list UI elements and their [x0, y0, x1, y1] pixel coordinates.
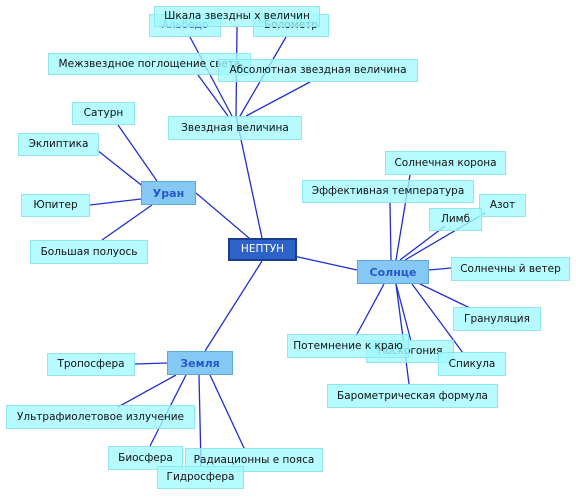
edge-uranus-jupiter [89, 198, 142, 206]
node-ecliptic[interactable]: Эклиптика [18, 133, 99, 156]
edge-sun-wind [428, 267, 452, 271]
node-absolute-magnitude[interactable]: Абсолютная звездная величина [218, 59, 418, 82]
node-interstellar-extinction[interactable]: Межзвездное поглощение света [48, 53, 251, 75]
edge-sun-darkening [355, 283, 385, 337]
edge-earth-troposphere [134, 362, 168, 365]
node-earth[interactable]: Земля [167, 351, 233, 375]
edge-magnitude-albedo [189, 36, 233, 117]
edge-uranus-semi-axis [101, 204, 153, 241]
edge-magnitude-absolute [245, 81, 311, 117]
node-sun[interactable]: Солнце [357, 260, 429, 284]
edge-magnitude-extinction [197, 74, 229, 117]
node-neptune-root[interactable]: НЕПТУН [228, 238, 297, 261]
node-spicule[interactable]: Спикула [438, 352, 506, 376]
node-solar-wind[interactable]: Солнечны й ветер [451, 257, 570, 281]
edge-sun-efftemp [389, 202, 392, 261]
edge-sun-limb [399, 225, 446, 261]
node-stellar-magnitude[interactable]: Звездная величина [168, 116, 302, 140]
node-jupiter[interactable]: Юпитер [21, 194, 90, 217]
node-nitrogen[interactable]: Азот [479, 194, 526, 217]
node-hydrosphere[interactable]: Гидросфера [157, 466, 244, 489]
node-effective-temperature[interactable]: Эффективная температура [302, 180, 474, 203]
edge-sun-cosmogony [395, 283, 412, 342]
node-limb-darkening[interactable]: Потемнение к краю [287, 334, 409, 358]
edge-earth-radiation [209, 374, 245, 449]
edge-sun-granulation [419, 283, 471, 309]
node-barometric-formula[interactable]: Барометрическая формула [327, 384, 498, 408]
node-solar-corona[interactable]: Солнечная корона [385, 151, 506, 175]
node-saturn[interactable]: Сатурн [72, 102, 135, 125]
node-granulation[interactable]: Грануляция [453, 307, 541, 331]
edge-root-earth [204, 260, 263, 352]
edge-earth-ultraviolet [117, 374, 177, 408]
edge-sun-spicule [411, 283, 464, 354]
node-uranus[interactable]: Уран [141, 181, 196, 205]
edge-uranus-ecliptic [96, 149, 146, 189]
node-magnitude-scale[interactable]: Шкала звездны х величин [154, 6, 320, 27]
edge-uranus-saturn [117, 124, 158, 182]
node-limb[interactable]: Лимб [429, 208, 482, 231]
node-biosphere[interactable]: Биосфера [108, 446, 183, 470]
node-troposphere[interactable]: Тропосфера [47, 353, 135, 376]
node-ultraviolet[interactable]: Ультрафиолетовое излучение [6, 405, 195, 429]
node-semi-major-axis[interactable]: Большая полуось [30, 240, 148, 264]
